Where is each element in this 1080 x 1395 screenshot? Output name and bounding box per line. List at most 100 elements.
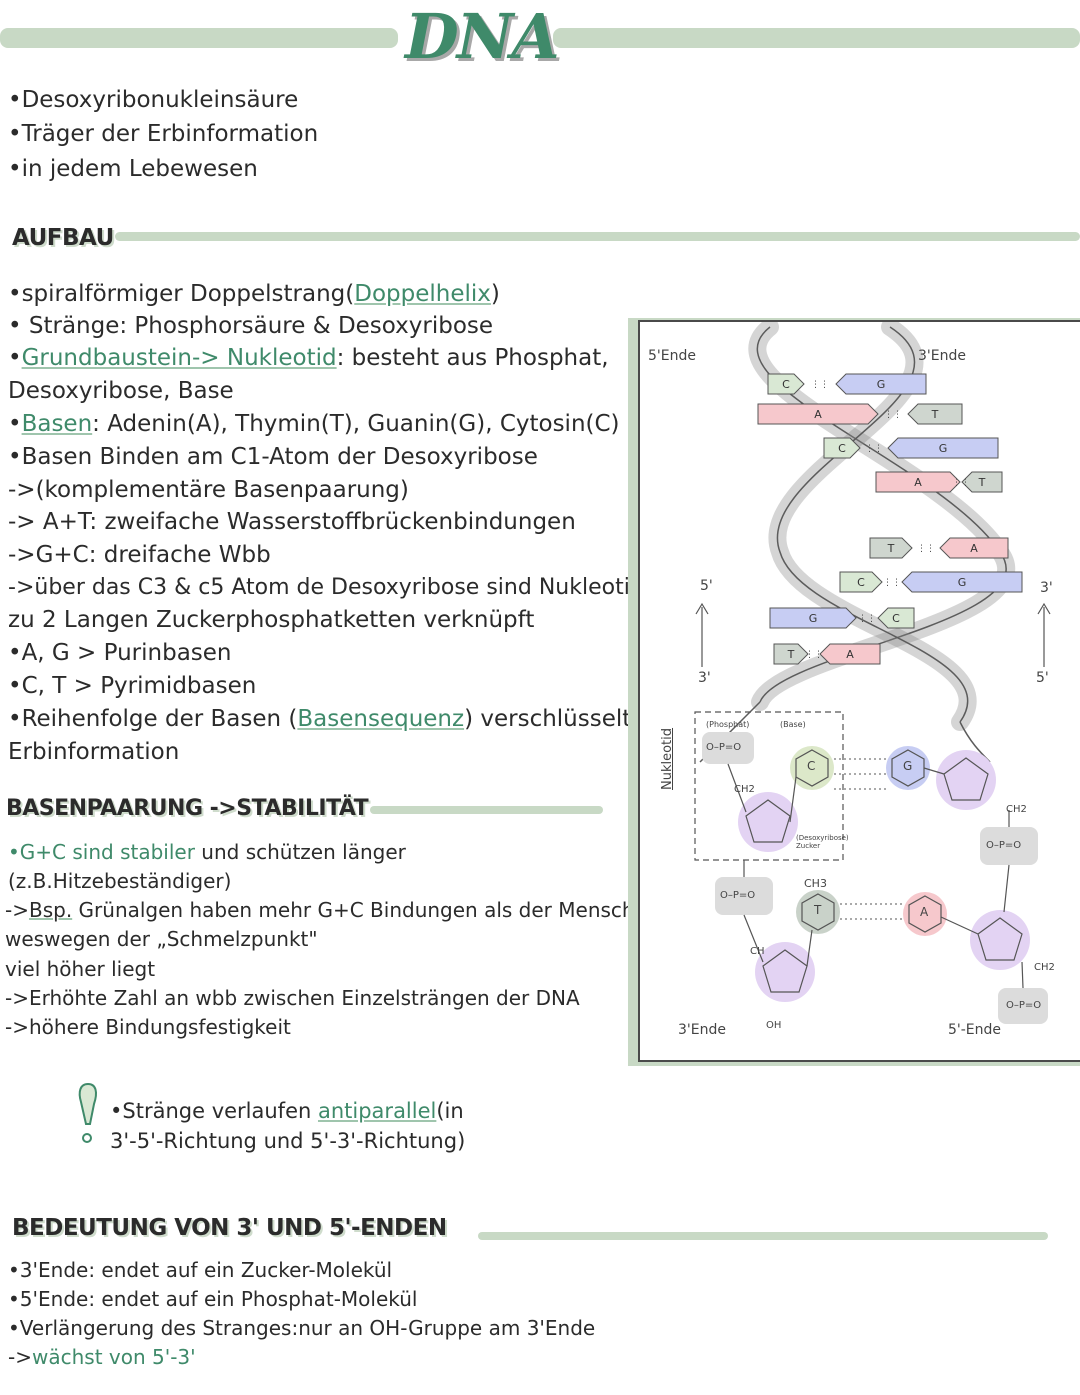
top-left-end-label: 5'Ende <box>648 348 696 364</box>
base-pair-4-right-letter: T <box>978 476 986 489</box>
base-pair-7-right-shape <box>877 607 915 629</box>
base-label: (Base) <box>780 720 806 729</box>
base-pair-2-left-shape <box>757 403 879 425</box>
base-pair-1-left-shape <box>767 373 805 395</box>
base-pair-6-left-letter: C <box>857 576 865 589</box>
bedeutung-line-2: •5'Ende: endet auf ein Phosphat-Molekül <box>8 1287 418 1311</box>
base-pair-8-bonds: ⋮⋮ <box>805 650 823 660</box>
aufbau-line-5: •Basen: Adenin(A), Thymin(T), Guanin(G),… <box>8 408 620 440</box>
ring-sugar-4 <box>977 917 1023 961</box>
bond-p1-sugar1 <box>727 763 747 813</box>
base-pair-4-bonds: ⋮⋮ <box>952 478 970 488</box>
base-pair-3-right-letter: G <box>939 442 948 455</box>
text: Grünalgen haben mehr G+C Bindungen als d… <box>72 898 641 922</box>
nukleotid-link: Grundbaustein-> Nukleotid <box>21 345 337 371</box>
base-pair-2-right: T <box>907 403 963 425</box>
aufbau-line-1: •spiralförmiger Doppelstrang(Doppelhelix… <box>8 278 500 310</box>
ring-sugar-3 <box>762 949 808 993</box>
atom-ch: CH <box>750 946 765 957</box>
base-pair-6-bonds: ⋮⋮ <box>883 578 901 588</box>
base-pair-3-left-shape <box>823 437 861 459</box>
base-pair-8-right-shape <box>819 643 881 665</box>
base-pair-7-bonds: ⋮⋮ <box>858 614 876 624</box>
aufbau-line-8: -> A+T: zweifache Wasserstoffbrückenbind… <box>8 509 576 535</box>
base-pair-4-left: A <box>875 471 961 493</box>
text: •G+C sind stabiler <box>8 840 195 864</box>
atom-p4: O–P=O <box>1006 1000 1042 1011</box>
ring-sugar-2 <box>943 757 989 801</box>
left-bottom-label: 3' <box>698 670 711 686</box>
base-pair-5-right-letter: A <box>970 542 978 555</box>
base-pair-4-right-shape <box>961 471 1003 493</box>
base-pair-3-right-shape <box>887 437 999 459</box>
basenpaarung-bar <box>370 806 603 814</box>
aufbau-line-10: ->über das C3 & c5 Atom de Desoxyribose … <box>8 575 658 600</box>
intro-line-2: •Träger der Erbinformation <box>8 121 319 147</box>
bedeutung-line-4: ->wächst von 5'-3' <box>8 1343 196 1372</box>
header-bar-left <box>0 28 398 48</box>
intro-line-3: •in jedem Lebewesen <box>8 156 258 182</box>
atom-p1: O–P=O <box>706 742 742 753</box>
basenpaarung-line-3: ->Bsp. Grünalgen haben mehr G+C Bindunge… <box>5 896 641 925</box>
base-pair-2-right-shape <box>907 403 963 425</box>
base-pair-7-right: C <box>877 607 915 629</box>
exclamation-icon <box>78 1082 97 1143</box>
atom-p3: O–P=O <box>720 890 756 901</box>
sugar-blob-1 <box>738 792 798 852</box>
atom-t: T <box>814 903 822 917</box>
aufbau-line-7: ->(komplementäre Basenpaarung) <box>8 477 409 503</box>
ring-guanine <box>891 749 925 787</box>
aufbau-line-15: Erbinformation <box>8 739 180 765</box>
antiparallel-link: antiparallel <box>317 1099 437 1123</box>
aufbau-line-12: •A, G > Purinbasen <box>8 640 232 666</box>
phosphate-blob-1 <box>702 732 754 764</box>
base-pair-2-left-letter: A <box>814 408 822 421</box>
base-pair-7-left: G <box>769 607 857 629</box>
top-right-end-label: 3'Ende <box>918 348 966 364</box>
text: (in <box>436 1099 464 1123</box>
phosphate-blob-2 <box>980 827 1038 865</box>
atom-ch3: CH3 <box>804 877 827 890</box>
bedeutung-line-1: •3'Ende: endet auf ein Zucker-Molekül <box>8 1258 393 1282</box>
ring-sugar-1 <box>745 799 791 843</box>
base-pair-8-left-shape <box>773 643 809 665</box>
base-pair-4-right: T <box>961 471 1003 493</box>
base-pair-5-right-shape <box>939 537 1009 559</box>
sugar-blob-4 <box>970 910 1030 970</box>
aufbau-line-14: •Reihenfolge der Basen (Basensequenz) ve… <box>8 703 631 735</box>
text: wächst von 5'-3' <box>31 1345 196 1369</box>
sugar-blob-2 <box>936 750 996 810</box>
right-top-label: 3' <box>1040 580 1053 596</box>
aufbau-line-2: • Stränge: Phosphorsäure & Desoxyribose <box>8 313 494 339</box>
bottom-left-end-label: 3'Ende <box>678 1022 726 1038</box>
basensequenz-link: Basensequenz <box>297 706 465 732</box>
text: •Stränge verlaufen <box>110 1099 318 1123</box>
arrow-left-head <box>695 602 709 615</box>
note-line-2: 3'-5'-Richtung und 5'-3'-Richtung) <box>110 1129 466 1153</box>
text: : besteht aus Phosphat, <box>336 345 609 371</box>
basenpaarung-line-5: viel höher liegt <box>5 957 156 981</box>
basenpaarung-line-7: ->höhere Bindungsfestigkeit <box>5 1015 291 1039</box>
base-pair-2-bonds: ⋮⋮ <box>884 410 902 420</box>
right-bottom-label: 5' <box>1036 670 1049 686</box>
bedeutung-heading: BEDEUTUNG VON 3' UND 5'-ENDEN <box>12 1215 447 1241</box>
base-pair-8-left: T <box>773 643 809 665</box>
aufbau-line-13: •C, T > Pyrimidbasen <box>8 673 257 699</box>
base-pair-7-left-letter: G <box>809 612 818 625</box>
basen-link: Basen <box>21 411 93 437</box>
text: -> <box>8 1345 32 1369</box>
phosphat-label: (Phosphat) <box>706 720 750 729</box>
base-pair-6-left: C <box>839 571 883 593</box>
ring-thymine <box>801 893 835 931</box>
basenpaarung-line-4: weswegen der „Schmelzpunkt" <box>5 927 318 951</box>
atom-ch2-a: CH2 <box>734 784 755 795</box>
bond-p3-sugar3 <box>743 914 764 963</box>
text: ) <box>490 281 500 307</box>
atom-oh: OH <box>766 1020 782 1031</box>
bond-sugar4-base <box>940 916 979 935</box>
bottom-right-end-label: 5'-Ende <box>948 1022 1002 1038</box>
base-pair-3-left: C <box>823 437 861 459</box>
bsp-label: Bsp. <box>28 898 73 922</box>
arrow-right-head <box>1037 602 1051 615</box>
